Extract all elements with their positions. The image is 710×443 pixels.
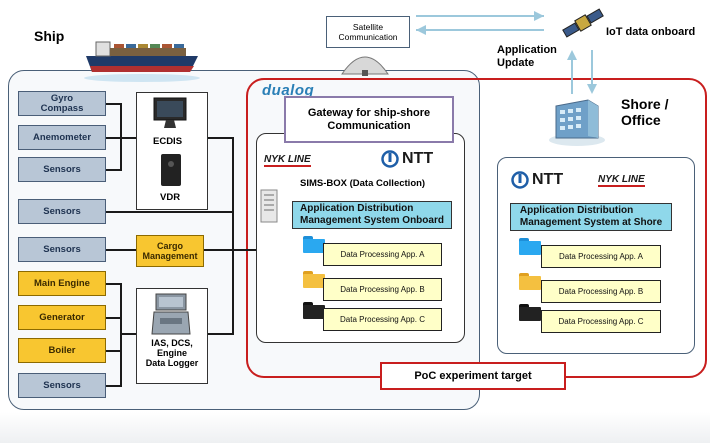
engine-boiler: Boiler <box>18 338 106 363</box>
folder-yellow-icon <box>519 273 541 290</box>
sensor-gyro-compass: Gyro Compass <box>18 91 106 116</box>
iot-label: IoT data onboard <box>606 26 696 38</box>
folder-blue-icon <box>303 236 325 253</box>
connector <box>202 249 256 251</box>
app-update-label: Application Update <box>497 44 557 69</box>
satellite-dish-icon <box>341 56 389 76</box>
satellite-icon <box>562 8 604 38</box>
sims-box-label: SIMS-BOX (Data Collection) <box>300 178 426 189</box>
poc-label: PoC experiment target <box>380 362 566 390</box>
sensor-bottom: Sensors <box>18 373 106 398</box>
gateway-box: Gateway for ship-shore Communication <box>284 96 454 143</box>
sims-box-device-icon <box>260 189 278 223</box>
shore-app-a: Data Processing App. A <box>541 245 661 268</box>
folder-black-icon <box>303 302 325 319</box>
satellite-box: Satellite Communication <box>326 16 410 48</box>
cargo-management-box: Cargo Management <box>136 235 204 267</box>
connector <box>120 283 122 387</box>
nyk-logo: NYK LINE <box>264 154 311 167</box>
connector <box>106 283 120 285</box>
shore-system-box: Application Distribution Management Syst… <box>510 203 672 231</box>
connector <box>106 350 120 352</box>
vdr-device-icon <box>161 154 181 186</box>
nyk-logo-shore: NYK LINE <box>598 174 645 187</box>
onboard-app-b: Data Processing App. B <box>323 278 442 301</box>
shore-app-c: Data Processing App. C <box>541 310 661 333</box>
engine-main: Main Engine <box>18 271 106 296</box>
satellite-link-arrows <box>416 11 544 35</box>
ias-label: IAS, DCS, Engine Data Logger <box>145 338 199 368</box>
control-console-icon <box>151 293 191 335</box>
sensor-anemometer: Anemometer <box>18 125 106 150</box>
ship-title: Ship <box>34 28 65 44</box>
connector <box>206 137 234 139</box>
connector <box>120 137 136 139</box>
app-update-arrows <box>567 50 597 94</box>
shore-app-b: Data Processing App. B <box>541 280 661 303</box>
connector <box>106 169 120 171</box>
ntt-logo-icon <box>381 150 399 168</box>
engine-generator: Generator <box>18 305 106 330</box>
connector <box>120 333 136 335</box>
ntt-logo-shore-icon <box>511 171 529 189</box>
connector <box>106 317 120 319</box>
folder-black-icon <box>519 304 541 321</box>
monitor-icon <box>153 97 187 128</box>
shore-office-label: Shore / Office <box>621 96 669 128</box>
connector <box>106 249 136 251</box>
connector <box>106 137 120 139</box>
sensor-nav: Sensors <box>18 157 106 182</box>
ntt-logo: NTT <box>402 150 434 167</box>
connector <box>106 211 234 213</box>
ntt-logo-shore: NTT <box>532 171 564 188</box>
connector <box>106 385 120 387</box>
ship-illustration <box>84 41 200 82</box>
folder-yellow-icon <box>303 271 325 288</box>
onboard-system-box: Application Distribution Management Syst… <box>292 201 452 229</box>
onboard-app-a: Data Processing App. A <box>323 243 442 266</box>
dualog-logo: dualog <box>262 82 315 99</box>
vdr-label: VDR <box>160 192 181 203</box>
onboard-app-c: Data Processing App. C <box>323 308 442 331</box>
connector <box>206 333 234 335</box>
sensor-single: Sensors <box>18 199 106 224</box>
building-icon <box>549 99 605 146</box>
ecdis-label: ECDIS <box>153 136 183 147</box>
connector <box>232 137 234 334</box>
folder-blue-icon <box>519 238 541 255</box>
sensor-cargo: Sensors <box>18 237 106 262</box>
floor-shadow <box>0 412 710 443</box>
connector <box>106 103 120 105</box>
